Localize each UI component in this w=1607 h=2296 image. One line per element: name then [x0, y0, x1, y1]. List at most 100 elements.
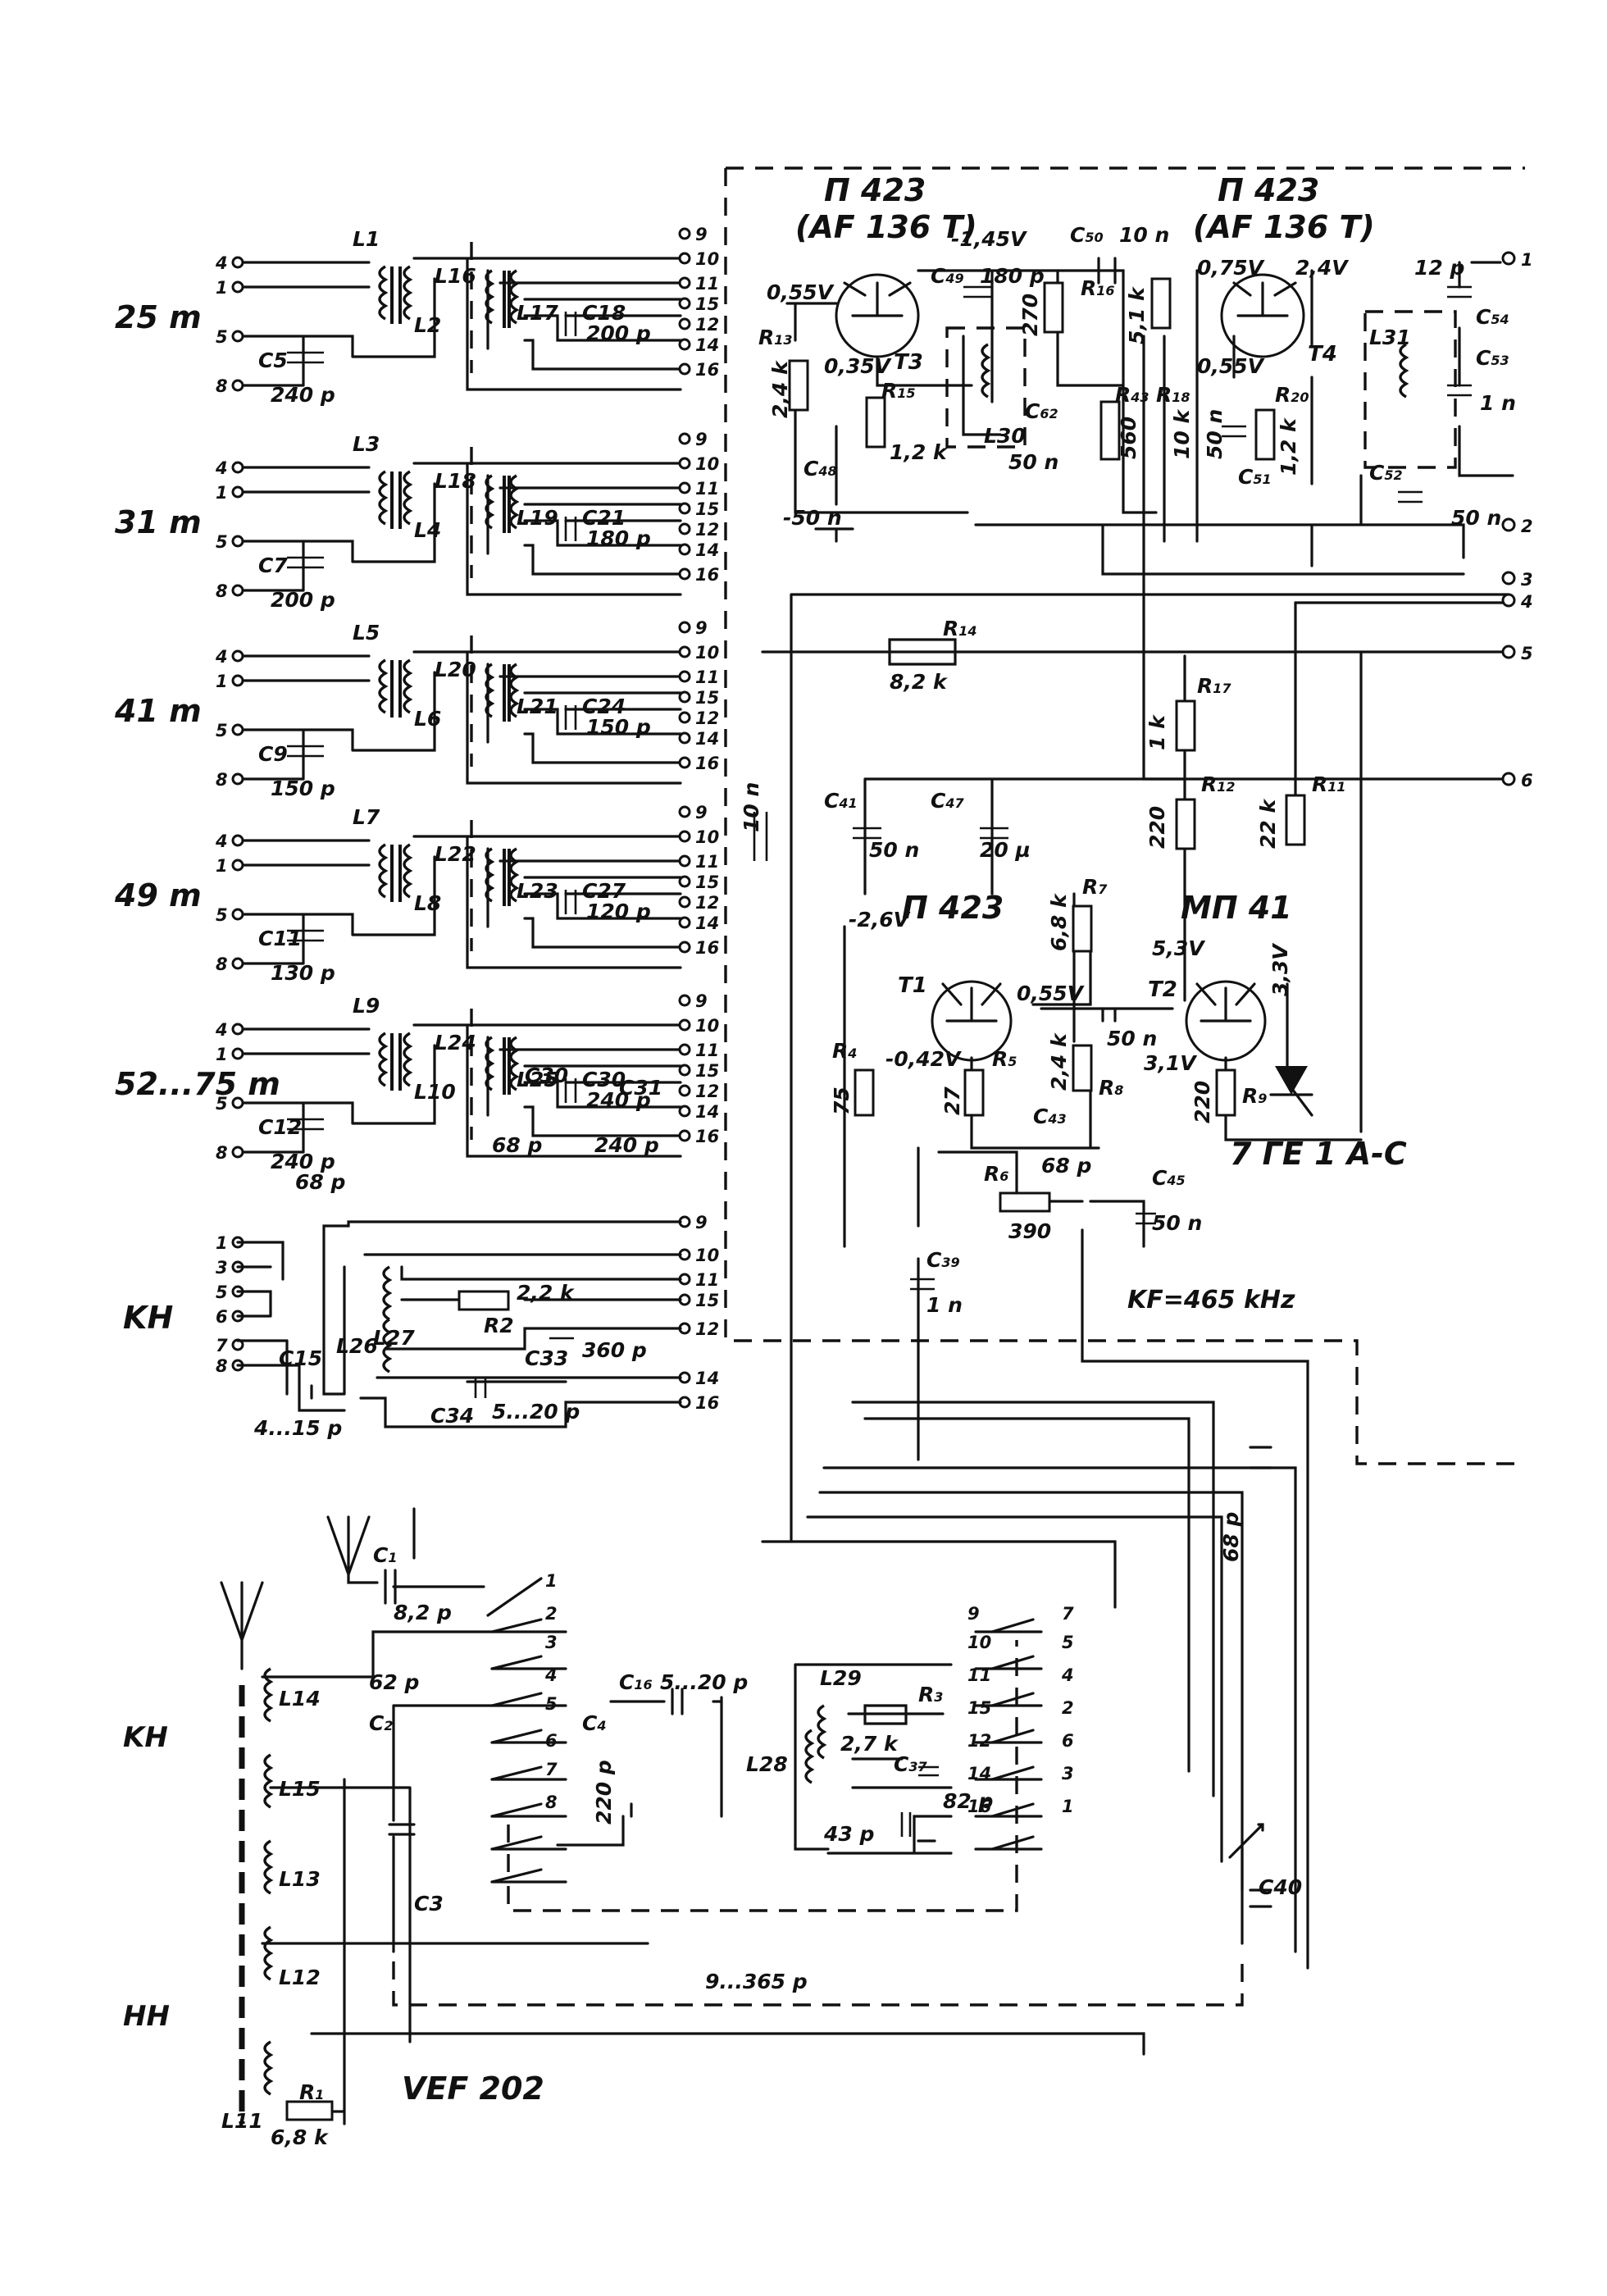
r3-label: R3	[918, 1683, 943, 1706]
l28-label: L28	[746, 1752, 788, 1776]
band-pin-right: 11	[695, 852, 719, 872]
pin-terminal	[678, 338, 691, 351]
coil-label: L24	[435, 1031, 476, 1055]
t4-type: П 423	[1218, 172, 1319, 208]
pin-terminal	[678, 1018, 691, 1032]
c45-label: C45	[1152, 1166, 1186, 1190]
band-pin-right: 12	[695, 520, 719, 540]
kh-pin-right: 11	[695, 1270, 719, 1290]
pin-terminal	[678, 756, 691, 769]
c3-label: C3	[414, 1892, 444, 1916]
connector-pin-label: 4	[1520, 592, 1533, 612]
pin-terminal	[678, 1129, 691, 1142]
switch-pin-right: 5	[1062, 1633, 1074, 1652]
coil-core	[390, 266, 402, 324]
band-pin-left: 5	[216, 532, 228, 552]
band5-cap2-value: 68 p	[492, 1133, 542, 1157]
band-label: 25 m	[115, 299, 202, 335]
kh-pin-left: 6	[216, 1307, 228, 1327]
osc-coil	[509, 847, 518, 903]
switch-pin-mid: 15	[967, 1698, 991, 1718]
connector-pin-1	[1501, 251, 1516, 266]
band-pin-right: 14	[695, 540, 719, 560]
switch-pin-left: 5	[545, 1694, 558, 1714]
c37-label: C37	[894, 1752, 927, 1776]
pin-terminal	[678, 481, 691, 494]
switch-pin-right: 1	[1062, 1797, 1074, 1816]
kh-cap-value: 4...15 p	[253, 1416, 342, 1440]
band-pin-right: 15	[695, 499, 719, 519]
pin-terminal	[678, 317, 691, 330]
band-wiring-right	[412, 257, 682, 391]
band-pin-left: 4	[215, 831, 228, 851]
kh-pin-left: 1	[216, 1233, 228, 1253]
coil-core	[390, 845, 402, 902]
c52-label: C52	[1369, 461, 1403, 485]
shield-boundary	[724, 166, 1525, 1465]
r9-label: R9	[1242, 1084, 1267, 1108]
pin-terminal	[231, 379, 244, 392]
pin-terminal	[678, 690, 691, 704]
band-wiring-right	[412, 1023, 682, 1158]
osc-coil	[509, 1036, 518, 1091]
primary-coil	[378, 265, 387, 321]
v-t4-base: 0,55V	[1197, 354, 1265, 378]
switch-pin-mid: 14	[967, 1764, 991, 1784]
v-t1-out: 0,55V	[1017, 982, 1085, 1005]
secondary-coil	[403, 658, 412, 714]
connector-pin-label: 5	[1521, 644, 1533, 663]
c52-value: 50 n	[1451, 506, 1501, 530]
pin-terminal	[678, 276, 691, 289]
pin-terminal	[678, 875, 691, 888]
band-cap-value: 150 p	[271, 777, 335, 800]
kh-pin-right: 15	[695, 1291, 719, 1310]
if-frequency-note: KF=465 kHz	[1127, 1286, 1295, 1314]
c16-label: C16	[619, 1670, 653, 1694]
coil-label: L10	[414, 1080, 456, 1104]
connector-pin-5	[1501, 645, 1516, 659]
t1-name: T1	[898, 973, 927, 998]
band-label: KH	[123, 1300, 173, 1336]
r7-label: R7	[1082, 875, 1108, 899]
band-wiring-right2	[523, 503, 682, 576]
band-pin-right: 14	[695, 1102, 719, 1122]
band-pin-right: 11	[695, 479, 719, 499]
band-cap-value: 240 p	[271, 383, 335, 407]
kh-pin-right: 10	[695, 1246, 719, 1265]
pin-terminal	[231, 1047, 244, 1060]
kh-block	[236, 1220, 682, 1428]
r5-label: R5	[992, 1047, 1017, 1071]
band-wiring	[241, 1027, 436, 1154]
pin-terminal	[231, 330, 244, 343]
band5-extra-value: 68 p	[295, 1170, 345, 1194]
r11-label: R11	[1312, 772, 1346, 796]
c62-label: C62	[1025, 399, 1058, 423]
band-pin-right: 12	[695, 315, 719, 335]
band-cap-value: 240 p	[271, 1150, 335, 1173]
pin-terminal	[678, 543, 691, 556]
v-t4-collector: 2,4V	[1295, 256, 1349, 280]
coil-label: L25	[517, 1068, 558, 1091]
r17-label: R17	[1197, 674, 1231, 698]
band-wiring-right2	[523, 1064, 682, 1137]
l31-label: L31	[1369, 326, 1411, 349]
r8-value: 2,4 k	[1047, 1032, 1071, 1091]
kh-res-label: R2	[484, 1314, 514, 1337]
connector-pin-label: 3	[1521, 570, 1533, 590]
c49-label: C49	[931, 264, 964, 288]
band-pin-left: 5	[216, 327, 228, 347]
pin-terminal	[678, 830, 691, 843]
c44-value: 50 n	[1107, 1027, 1157, 1050]
r5k1-resistor	[1150, 277, 1172, 330]
c38-value: 43 p	[823, 1822, 874, 1846]
v-t1-collector: -2,6V	[849, 908, 911, 932]
v-t2-emitter: 3,1V	[1144, 1051, 1197, 1075]
pin-terminal	[231, 723, 244, 736]
kh-pin-left: 5	[216, 1282, 228, 1302]
pin-terminal	[231, 280, 244, 294]
t2-name: T2	[1148, 977, 1177, 1002]
switch-pin-left: 7	[545, 1760, 558, 1779]
pin-terminal	[678, 941, 691, 954]
pin-terminal	[231, 649, 244, 663]
